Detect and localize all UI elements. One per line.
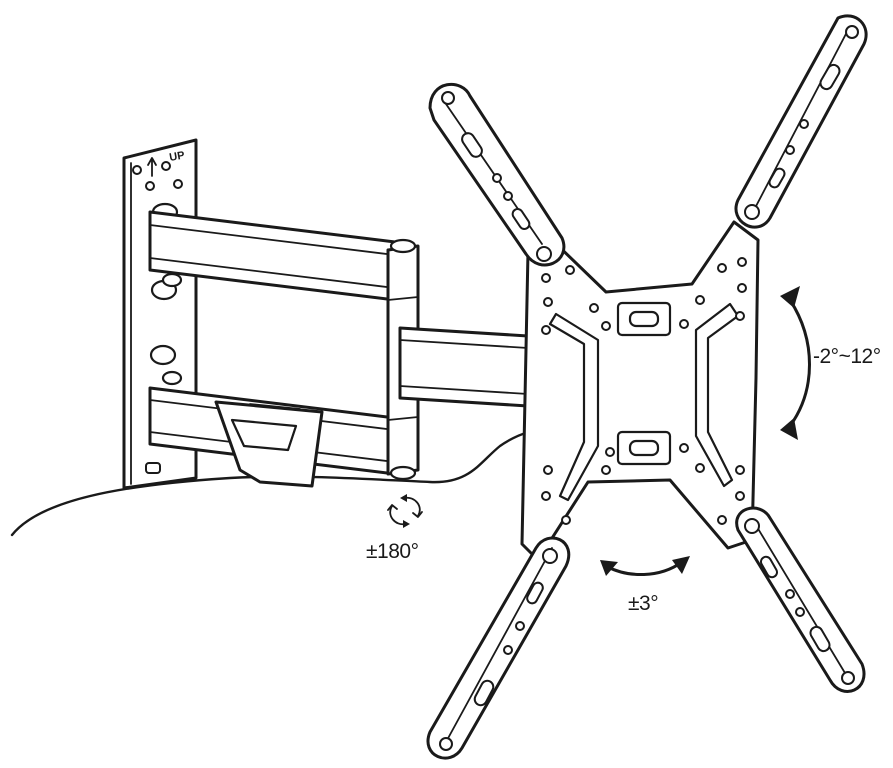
tilt-label: -2°~12° [813, 345, 881, 368]
level-slot-top [616, 301, 672, 337]
arm-top-right [734, 14, 868, 229]
rotate-arrows-icon [387, 494, 423, 528]
level-slot-bottom [616, 430, 672, 466]
arm-bottom-right [735, 506, 866, 693]
upper-arm [148, 210, 397, 302]
vesa-plate [520, 220, 760, 562]
center-arm [398, 326, 562, 410]
rotation-label: ±3° [628, 592, 659, 615]
cable [10, 424, 562, 537]
up-label: UP [168, 149, 185, 163]
arm-top-left [428, 82, 566, 267]
swivel-label: ±180° [366, 540, 419, 563]
tilt-arrow [780, 286, 811, 440]
cable-clip [214, 400, 324, 488]
rotation-arrow [600, 556, 690, 576]
arm-bottom-left [426, 536, 571, 760]
up-arrow-icon [147, 157, 157, 177]
